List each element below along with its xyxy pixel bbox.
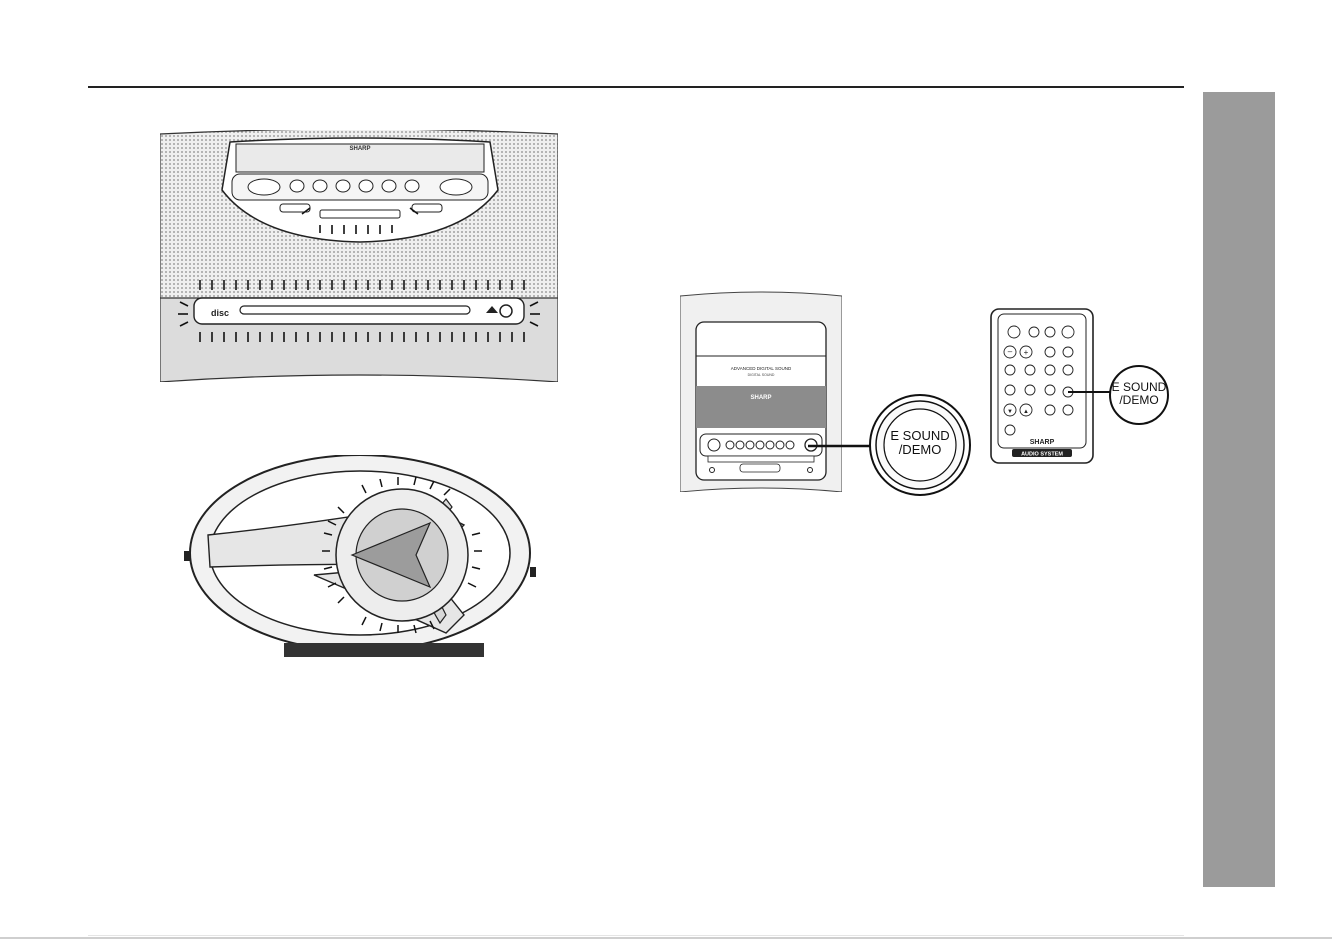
side-index-tab <box>1203 92 1275 887</box>
svg-text:▼: ▼ <box>1007 409 1013 415</box>
panel-display-subtext: DIGITAL SOUND <box>748 373 775 377</box>
panel-display-text: ADVANCED DIGITAL SOUND <box>731 366 792 371</box>
footer-rule-inner <box>88 935 1184 936</box>
remote-e-sound-demo-callout: E SOUND /DEMO <box>1108 364 1170 426</box>
e-sound-demo-callout: E SOUND /DEMO <box>868 393 972 497</box>
panel-brand: SHARP <box>750 395 771 401</box>
callout-line2: /DEMO <box>868 443 972 457</box>
header-rule <box>88 86 1184 88</box>
svg-text:disc: disc <box>211 308 229 318</box>
callout-leader-remote <box>1068 388 1112 398</box>
svg-text:+: + <box>1024 348 1029 357</box>
front-panel-illustration: ADVANCED DIGITAL SOUND DIGITAL SOUND SHA… <box>680 290 842 492</box>
main-unit-top-illustration: SHARP disc <box>160 130 558 382</box>
hood-brand: SHARP <box>349 146 370 152</box>
main-unit-topdown-illustration <box>184 455 536 665</box>
callout-line1: E SOUND <box>868 429 972 443</box>
footer-rule <box>0 937 1332 939</box>
remote-callout-line2: /DEMO <box>1108 394 1170 407</box>
remote-control-illustration: – + ▼ ▲ SHARP AUDIO SYSTEM <box>990 308 1094 464</box>
svg-text:–: – <box>1008 347 1013 356</box>
remote-brand: SHARP <box>1030 439 1055 446</box>
remote-model-label: AUDIO SYSTEM <box>1021 452 1063 458</box>
svg-text:▲: ▲ <box>1023 409 1029 415</box>
